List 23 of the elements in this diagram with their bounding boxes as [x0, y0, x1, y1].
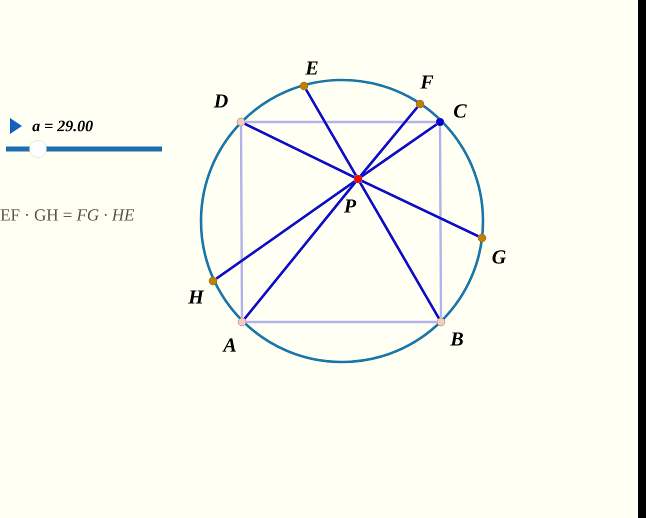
line-segment	[240, 126, 244, 318]
line-segment	[305, 88, 358, 176]
line-segment	[360, 106, 418, 177]
point-label: A	[222, 338, 236, 352]
point-label: C	[454, 104, 467, 118]
point-label: E	[305, 61, 318, 75]
line-segment	[245, 120, 436, 124]
line-segment	[244, 181, 356, 320]
line-segment	[246, 320, 437, 324]
line-segment	[244, 122, 355, 178]
point-label: B	[450, 332, 463, 346]
point-label: G	[492, 250, 506, 264]
line-segment	[216, 180, 356, 280]
line-segment	[438, 126, 442, 318]
slider-value: a = 29.00	[32, 120, 93, 132]
point-label: H	[188, 290, 204, 304]
equation: EF · GH = FG · HE	[0, 209, 134, 221]
line-segment	[360, 123, 438, 178]
line-segment	[359, 182, 440, 320]
line-segment	[361, 180, 479, 238]
point-label: F	[420, 75, 434, 89]
point-label: D	[214, 94, 228, 108]
point-label: P	[344, 199, 356, 213]
